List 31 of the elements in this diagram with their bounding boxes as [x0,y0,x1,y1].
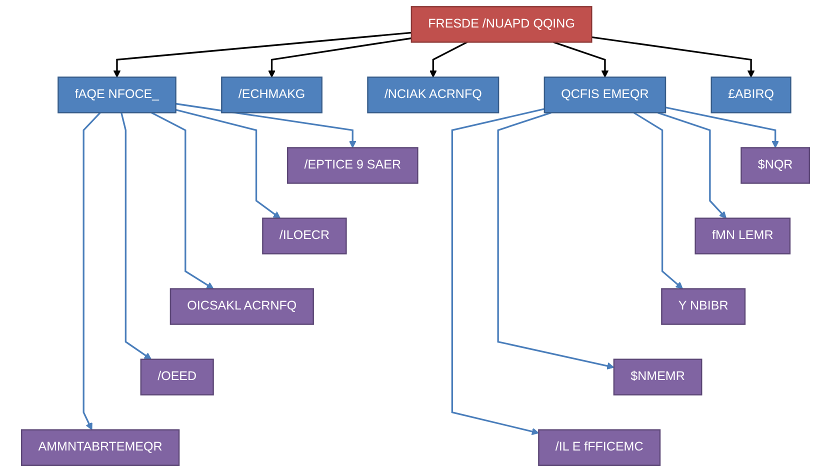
node-box: £ABIRQ [710,76,792,114]
node-box: $NQR [740,147,810,184]
arrow [82,112,101,430]
arrow [268,37,412,78]
node-box: /EPTICE 9 SAER [286,147,418,184]
node-box: $NMEMR [613,358,702,396]
node-box: fMN LEMR [694,218,791,254]
arrow [120,112,152,360]
node-box: AMMNTABRTEMEQR [20,429,180,466]
node-box: Y NBIBR [661,288,746,325]
arrow [553,41,609,78]
arrow [658,112,727,219]
arrow [151,112,214,290]
node-box: /ILOECR [262,218,347,254]
arrow [665,106,779,148]
node-box: OICSAKL ACRNFQ [170,288,314,325]
arrow [113,32,412,78]
arrow [451,108,545,436]
arrow [176,109,281,219]
node-box: /NCIAK ACRNFQ [367,76,500,114]
arrow [633,112,684,290]
node-box: /ECHMAKG [221,76,322,114]
arrow [176,102,356,148]
node-box: /IL E fFFICEMC [538,429,661,466]
arrow [429,41,468,78]
node-box: FRESDE /NUAPD QQING [410,6,592,43]
node-box: /OEED [140,358,214,396]
arrow [497,112,614,370]
node-box: QCFIS EMEQR [544,76,666,114]
arrow [592,36,755,78]
node-box: fAQE NFOCE_ [58,76,176,114]
